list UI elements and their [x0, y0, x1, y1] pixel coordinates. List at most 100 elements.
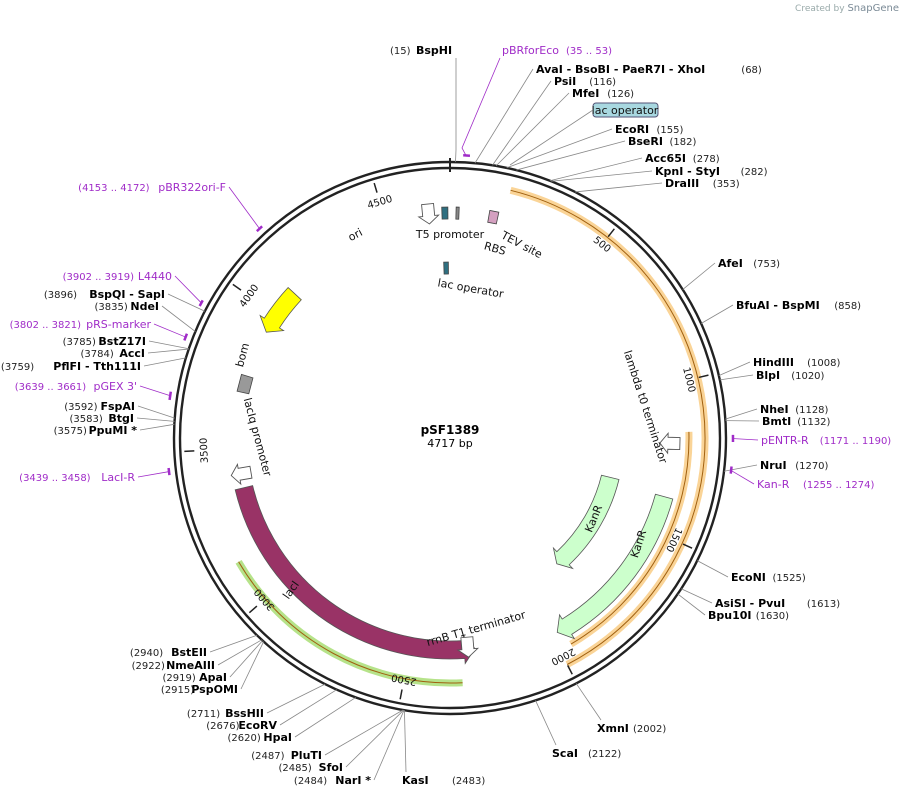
enzyme-position: (1525) — [773, 573, 806, 584]
enzyme-leader — [700, 304, 734, 324]
enzyme-leader — [148, 340, 189, 350]
enzyme-leader — [575, 182, 663, 193]
enzyme-position: (1270) — [795, 461, 828, 472]
snapgene-logo: SnapGene — [847, 3, 899, 14]
primer-name: pGEX 3' — [93, 380, 137, 393]
enzyme-position: (2919) — [163, 673, 196, 684]
feature-box-lac-operator — [441, 206, 449, 220]
primer-name: pBR322ori-F — [158, 181, 226, 194]
enzyme-site-label: Bpu10I(1630) — [708, 609, 789, 622]
feature-box-bom — [236, 373, 254, 395]
enzyme-leader — [474, 68, 534, 164]
feature-open-rrnb-t1-terminator — [456, 636, 480, 658]
enzyme-site-label: BstZ17I(3785) — [63, 335, 146, 348]
enzyme-site-label: MfeI(126) — [572, 87, 634, 100]
feature-label-bom: bom — [233, 342, 252, 369]
plasmid-name: pSF1389 — [421, 423, 480, 437]
enzyme-position: (116) — [589, 77, 616, 88]
primer-leader — [729, 469, 755, 485]
enzyme-position: (2122) — [588, 749, 621, 760]
enzyme-position: (2485) — [279, 763, 312, 774]
primer-leader — [139, 385, 172, 397]
enzyme-position: (282) — [741, 167, 768, 178]
enzyme-position: (1008) — [807, 358, 840, 369]
feature-box-tev-site — [487, 209, 500, 225]
enzyme-name: FspAI — [100, 400, 135, 413]
enzyme-name: PflFI - Tth111I — [53, 360, 141, 373]
enzyme-leader — [345, 709, 404, 768]
primer-leader — [731, 438, 759, 441]
primer-label: L4440(3902 .. 3919) — [63, 270, 172, 283]
enzyme-site-label: EcoRI (155) — [615, 123, 683, 136]
enzyme-position: (2483) — [452, 776, 485, 787]
enzyme-site-label: Acc65I(278) — [645, 152, 720, 165]
enzyme-leader — [677, 593, 706, 616]
enzyme-leader — [404, 710, 407, 773]
enzyme-site-label: BlpI(1020) — [756, 369, 825, 382]
enzyme-leader — [143, 357, 186, 367]
feature-box-rbs — [455, 206, 460, 220]
enzyme-position: (2711) — [187, 709, 220, 720]
enzyme-name: NarI * — [335, 774, 371, 787]
enzyme-site-label: NheI(1128) — [760, 403, 829, 416]
enzyme-name: XmnI — [597, 722, 629, 735]
enzyme-leader — [535, 700, 557, 746]
enzyme-position: (3583) — [70, 414, 103, 425]
primer-label: LacI-R(3439 .. 3458) — [19, 471, 135, 484]
enzyme-name: HpaI — [263, 731, 292, 744]
lac-operator-leader — [509, 109, 594, 166]
enzyme-leader — [137, 405, 175, 419]
enzyme-leader — [294, 697, 357, 738]
enzyme-position: (2484) — [294, 776, 327, 787]
enzyme-name: BlpI — [756, 369, 780, 382]
enzyme-position: (353) — [713, 179, 740, 190]
enzyme-name: AccI — [119, 347, 145, 360]
enzyme-name: EcoRV — [238, 719, 277, 732]
enzyme-site-label: NruI (1270) — [760, 459, 829, 472]
enzyme-leader — [549, 157, 643, 182]
enzyme-position: (155) — [657, 125, 684, 136]
enzyme-position: (15) — [390, 46, 411, 57]
tick-label: 4500 — [366, 194, 394, 212]
enzyme-name: AvaI - BsoBI - PaeR7I - XhoI — [536, 63, 705, 76]
enzyme-leader — [492, 80, 552, 166]
primer-leader — [153, 323, 187, 338]
enzyme-site-label: BfuAI - BspMI(858) — [736, 299, 861, 312]
primer-range: (3802 .. 3821) — [10, 320, 82, 331]
enzyme-name: ScaI — [552, 747, 578, 760]
enzyme-site-label: (15)BspHI — [390, 44, 452, 57]
primer-range: (4153 .. 4172) — [78, 183, 150, 194]
enzyme-name: BspQI - SapI — [89, 288, 165, 301]
enzyme-name: PsiI — [554, 75, 576, 88]
enzyme-position: (2002) — [633, 724, 666, 735]
primer-name: pRS-marker — [86, 318, 151, 331]
enzyme-name: EcoRI — [615, 123, 649, 136]
enzyme-name: BstZ17I — [98, 335, 146, 348]
enzyme-position: (2922) — [132, 661, 165, 672]
enzyme-leader — [229, 640, 263, 678]
enzyme-position: (3785) — [63, 337, 96, 348]
primer-range: (3902 .. 3919) — [63, 272, 135, 283]
enzyme-site-label: AvaI - BsoBI - PaeR7I - XhoI(68) — [536, 63, 762, 76]
enzyme-name: NruI — [760, 459, 787, 472]
enzyme-site-label: NarI * (2484) — [294, 774, 371, 787]
feature-label-rrnb-t1-terminator: rrnB T1 terminator — [425, 608, 527, 649]
enzyme-position: (3759) — [1, 362, 34, 373]
enzyme-leader — [697, 560, 729, 578]
feature-box-lac-operator — [443, 261, 449, 275]
enzyme-name: PpuMI * — [89, 424, 138, 437]
enzyme-site-label: PflFI - Tth111I (3759) — [1, 360, 141, 373]
enzyme-site-label: AfeI(753) — [718, 257, 780, 270]
enzyme-name: BmtI — [762, 415, 791, 428]
enzyme-position: (2620) — [228, 733, 261, 744]
enzyme-name: KasI — [402, 774, 429, 787]
primer-name: Kan-R — [757, 478, 790, 491]
credit-text: Created by — [795, 4, 845, 14]
feature-label-laciq-promoter: lacIq promoter — [241, 396, 275, 478]
enzyme-position: (1128) — [795, 405, 828, 416]
enzyme-position: (2676) — [206, 721, 239, 732]
enzyme-site-label: ApaI(2919) — [163, 671, 227, 684]
tick-mark — [373, 182, 378, 193]
enzyme-name: AfeI — [718, 257, 743, 270]
